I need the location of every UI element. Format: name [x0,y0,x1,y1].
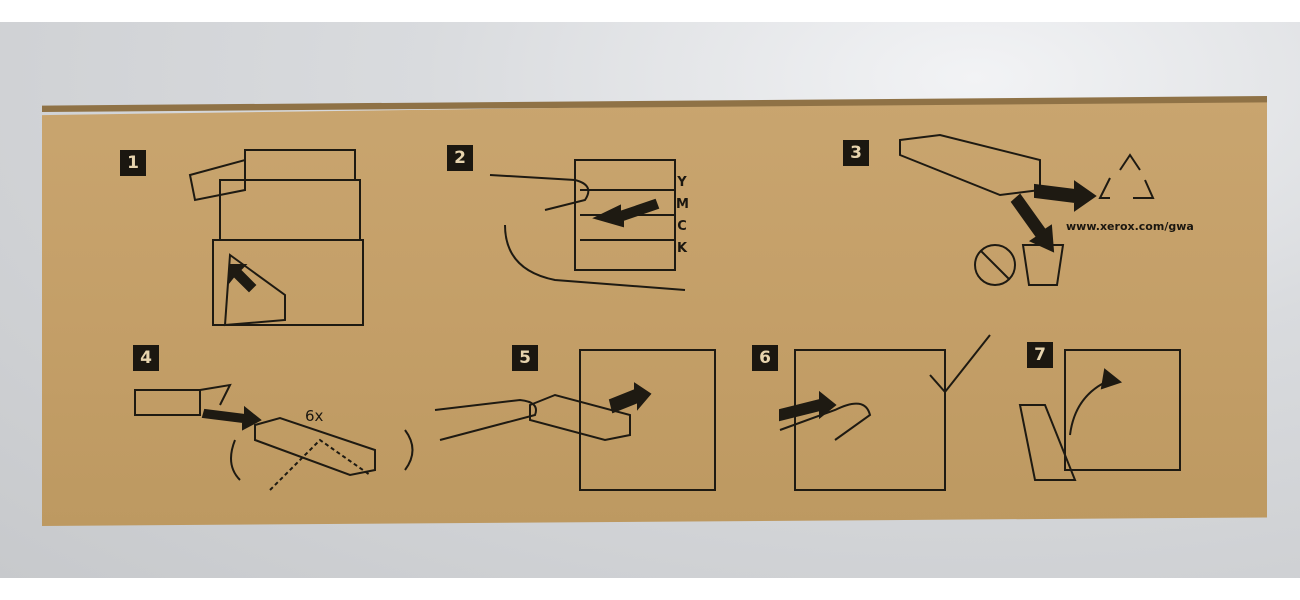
step-3-badge: 3 [843,140,869,166]
color-label-c: C [677,219,687,234]
toner-color-labels: Y M C K [676,172,689,260]
recycle-url: www.xerox.com/gwa [1066,220,1194,233]
printer-open-door-illustration [188,149,364,327]
recycle-toner-illustration [899,133,1155,286]
remove-toner-illustration [489,159,686,291]
step-5-badge: 5 [512,345,538,371]
step-4-badge: 4 [133,345,159,371]
shake-count-label: 6x [305,407,324,425]
color-label-k: K [676,241,688,256]
push-toner-check-illustration [779,334,991,491]
unpack-and-shake-illustration [134,383,414,491]
cardboard-box [42,98,1267,526]
step-1-badge: 1 [120,150,146,176]
step-2-badge: 2 [447,145,473,171]
color-label-y: Y [677,175,687,190]
close-door-illustration [1018,349,1181,481]
color-label-m: M [676,197,689,212]
insert-toner-illustration [434,349,716,491]
step-6-badge: 6 [752,345,778,371]
step-7-badge: 7 [1027,342,1053,368]
